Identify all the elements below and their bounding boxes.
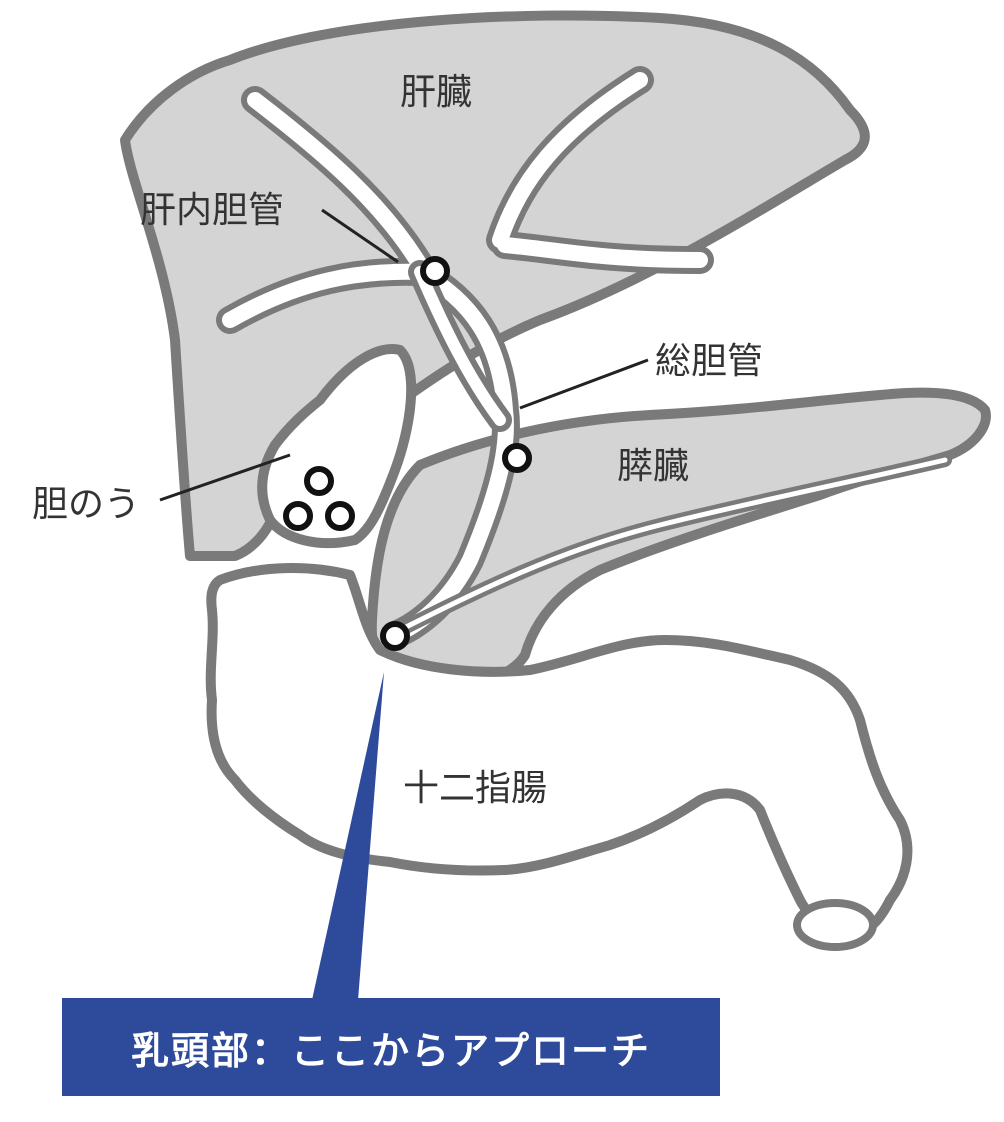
leader-gallbladder (159, 453, 291, 502)
bile-duct-system (216, 66, 714, 649)
duodenum-opening (793, 899, 877, 951)
label-duodenum: 十二指腸 (403, 768, 547, 809)
gallbladder-shape (257, 344, 417, 548)
label-gallbladder: 胆のう (32, 484, 140, 525)
papilla-callout: 乳頭部：ここからアプローチ (62, 998, 720, 1096)
leader-intrahepatic-duct (321, 208, 399, 264)
callout-text: 乳頭部：ここからアプローチ (130, 1028, 651, 1073)
label-liver: 肝臓 (400, 72, 472, 113)
callout-pointer (312, 672, 384, 1000)
label-common-bile-duct: 総胆管 (655, 341, 763, 382)
stone-marker-papilla (380, 621, 410, 651)
gallstone-3 (325, 501, 355, 531)
stone-marker-common-duct (502, 443, 532, 473)
stone-marker-intrahepatic (420, 256, 450, 286)
gallstone-2 (283, 501, 313, 531)
gallstone-1 (304, 466, 334, 496)
leader-common-bile-duct (519, 358, 649, 410)
label-intrahepatic-duct: 肝内胆管 (140, 190, 284, 231)
duodenum-shape (205, 563, 913, 940)
label-pancreas: 膵臓 (617, 446, 689, 487)
